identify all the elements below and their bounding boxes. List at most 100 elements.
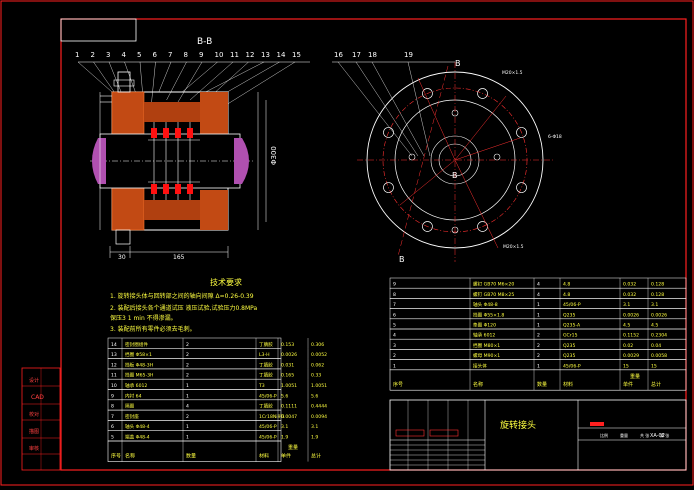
bom-header-no: 序号 (111, 452, 121, 459)
bom-cell-qty: 2 (186, 414, 189, 420)
bom-header-w1: 单件 (281, 452, 291, 459)
side-label-2: CAD (31, 394, 44, 401)
bom-cell-w1: 1.9 (281, 435, 288, 441)
title-block: 比例重量共 张第 张 旋转接头 XA-02 (389, 399, 687, 471)
bom-cell-no: 7 (393, 302, 396, 308)
bom-cell-name: 螺钉 GB70 M6×20 (473, 281, 514, 288)
bom-cell-name: 轴头 Φ48-4 (125, 423, 150, 430)
bom-cell-mat: T3 (258, 383, 265, 389)
bom-cell-qty: 1 (537, 323, 540, 329)
bom-cell-no: 5 (393, 323, 396, 329)
bom-cell-qty: 1 (537, 312, 540, 318)
bolt-hole (516, 182, 527, 193)
bom-cell-qty: 2 (537, 353, 540, 359)
side-label-1: 设计 (29, 377, 39, 384)
bom-cell-no: 14 (111, 342, 117, 348)
bom-cell-name: 轴承 6012 (125, 382, 147, 389)
bom-cell-name: 轴头 Φ48-8 (473, 301, 498, 308)
dim-left-a: 30 (118, 254, 126, 261)
bom-cell-qty: 4 (186, 404, 189, 410)
thread-label-bottom: M20×1.5 (503, 244, 524, 250)
bom-cell-w1: 0.02 (623, 343, 633, 349)
callout-4: 4 (122, 51, 127, 59)
bom-cell-name: 轴承 6012 (473, 332, 495, 339)
bom-cell-mat: Q235-A (563, 323, 581, 329)
tech-note-2: 2. 装配后接头各个通道试压 液压试验,试验压力0.8MPa (110, 304, 258, 312)
callout-13: 13 (261, 51, 270, 59)
callout-5: 5 (137, 51, 141, 59)
bom-cell-w1: 0.031 (281, 362, 294, 368)
bom-cell-name: 螺母 M90×1 (473, 352, 500, 359)
bom-header-qty: 数量 (186, 452, 196, 459)
bom-cell-mat: GCr15 (563, 333, 578, 339)
bom-cell-name: 垫圈 Φ120 (473, 322, 496, 329)
bom-cell-name: 挡圈 Φ58×1 (125, 351, 152, 358)
side-label-3: 校对 (29, 411, 39, 418)
bom-cell-qty: 2 (537, 343, 540, 349)
bom-cell-no: 4 (393, 333, 396, 339)
bom-cell-no: 11 (111, 373, 117, 379)
callout-10: 10 (215, 51, 224, 59)
side-label-5: 审核 (29, 445, 39, 452)
bom-cell-no: 9 (111, 393, 114, 399)
bom-cell-qty: 2 (537, 333, 540, 339)
bom-cell-w2: 0.0026 (651, 312, 667, 318)
side-label-4: 描图 (29, 428, 39, 435)
drawing-title: 旋转接头 (500, 419, 536, 431)
bom-cell-w2: 0.33 (311, 373, 321, 379)
bom-cell-mat: Q235 (563, 343, 575, 349)
bom-cell-w2: 3.1 (311, 424, 318, 430)
bolt-hole (383, 127, 394, 138)
callout-1: 1 (75, 51, 79, 59)
bom-cell-mat: 1Cr18Ni9Ti (259, 414, 284, 420)
bom-cell-no: 13 (111, 352, 117, 358)
bom-cell-no: 2 (393, 353, 396, 359)
bom-header-weight: 重量 (288, 444, 298, 451)
bom-cell-w2: 5.6 (311, 393, 318, 399)
bom-header-name: 名称 (125, 452, 135, 459)
bom-cell-mat: Q235 (563, 312, 575, 318)
bolt-hole (516, 127, 527, 138)
bom-cell-no: 12 (111, 362, 117, 368)
bom-cell-w1: 0.0029 (623, 353, 639, 359)
inner-frame (60, 18, 687, 471)
bom-cell-w1: 15 (623, 363, 629, 369)
bom-cell-mat: 丁腈胶 (259, 341, 273, 348)
bolt-hole (477, 88, 488, 99)
section-label: B-B (197, 37, 212, 47)
bom-cell-qty: 2 (186, 352, 189, 358)
bom-cell-w2: 0.128 (651, 282, 664, 288)
bom-header-mat: 材料 (563, 381, 573, 388)
tech-note-1: 1. 旋转接头体与回转部之间的轴向间隙 Δ=0.26-0.39 (110, 292, 254, 300)
bom-cell-w1: 0.1111 (281, 404, 297, 410)
bom-cell-qty: 4 (537, 292, 540, 298)
bom-cell-mat: 丁腈胶 (259, 372, 273, 379)
bom-cell-qty: 1 (537, 302, 540, 308)
title-small-0: 比例 (600, 432, 608, 438)
bom-cell-w2: 15 (651, 363, 657, 369)
bom-cell-w2: 0.062 (311, 362, 324, 368)
bom-cell-w2: 3.1 (651, 302, 658, 308)
bom-cell-no: 3 (393, 343, 396, 349)
bom-cell-name: 挡圈 M80×1 (473, 342, 500, 349)
bom-header-w1: 单件 (623, 381, 633, 388)
bom-cell-w2: 0.0052 (311, 352, 327, 358)
bom-cell-name: 挡圈 M65-3H (125, 372, 154, 379)
drawing-code: XA-02 (650, 433, 665, 439)
bom-cell-name: 螺钉 GB70 M8×25 (473, 291, 514, 298)
title-small-1: 重量 (620, 432, 628, 438)
bom-cell-w1: 0.0047 (281, 414, 297, 420)
tech-note-4: 3. 装配前所有零件必须去毛刺。 (110, 325, 196, 333)
bom-cell-w2: 0.0094 (311, 414, 327, 420)
holes-label: 6-Φ18 (548, 134, 562, 140)
bom-header-name: 名称 (473, 381, 483, 388)
bom-cell-name: 接头体 (473, 362, 487, 369)
bom-cell-qty: 1 (537, 363, 540, 369)
bom-cell-w1: 3.1 (623, 302, 630, 308)
dim-diameter: Φ300 (270, 146, 278, 165)
